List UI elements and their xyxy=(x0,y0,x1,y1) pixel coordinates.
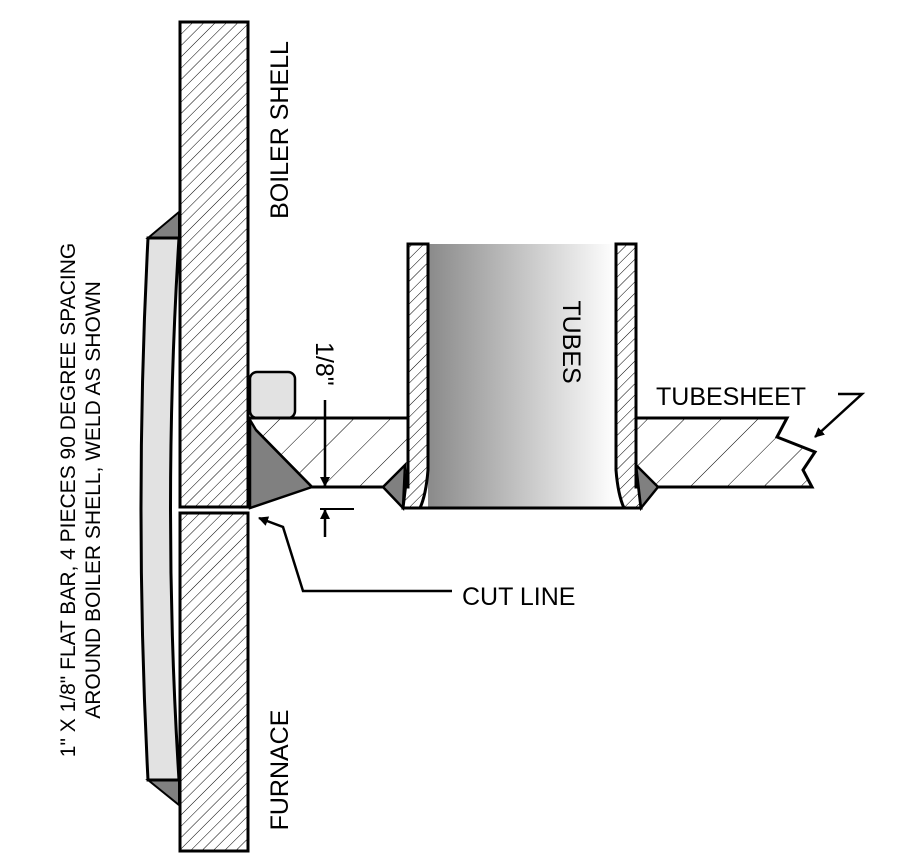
tube-weld-right xyxy=(634,461,660,512)
tubes-label: TUBES xyxy=(557,300,585,383)
flat-bar xyxy=(139,236,181,782)
small-block xyxy=(248,370,297,420)
tubesheet-right xyxy=(634,416,818,489)
tube-bore xyxy=(428,244,616,508)
tube-weld-left xyxy=(381,461,407,511)
cut-line-leader xyxy=(258,516,452,593)
cut-line-label: CUT LINE xyxy=(462,583,575,611)
tubesheet-leader xyxy=(814,392,866,438)
note-line-1: 1" X 1/8" FLAT BAR, 4 PIECES 90 DEGREE S… xyxy=(57,243,80,757)
furnace-label: FURNACE xyxy=(266,710,294,831)
boiler-shell-label: BOILER SHELL xyxy=(266,41,294,219)
dimension-label: 1/8" xyxy=(310,342,338,386)
furnace-plate xyxy=(178,511,250,853)
flat-bar-weld-top xyxy=(145,209,180,239)
boiler-shell-plate xyxy=(178,20,250,509)
tubesheet-label: TUBESHEET xyxy=(656,383,806,411)
tube-wall-left xyxy=(401,242,430,510)
flat-bar-weld-bottom xyxy=(145,779,180,808)
note-line-2: AROUND BOILER SHELL, WELD AS SHOWN xyxy=(82,281,105,719)
